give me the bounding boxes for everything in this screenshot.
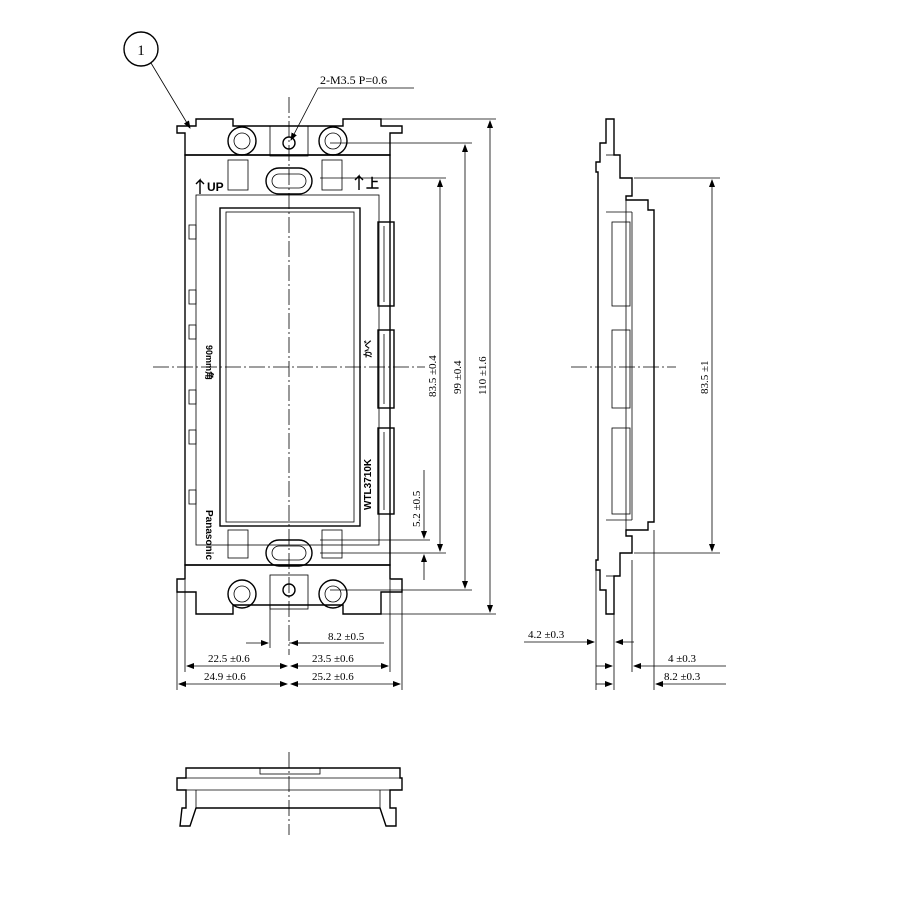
dim-22-5: 22.5 ±0.6 (208, 653, 250, 665)
side-mark-label: かべ (363, 340, 373, 358)
pitch-label: 90mm角 (204, 345, 215, 380)
side-view (571, 118, 676, 615)
dim-8-2-front: 8.2 ±0.5 (328, 631, 365, 643)
up-mark-left: UP (195, 178, 224, 194)
dim-24-9: 24.9 ±0.6 (204, 671, 246, 683)
dim-83-5-front: 83.5 ±0.4 (427, 355, 439, 397)
dim-5-2: 5.2 ±0.5 (411, 490, 423, 527)
screw-note-text: 2-M3.5 P=0.6 (320, 73, 387, 87)
svg-text:UP: UP (207, 180, 224, 194)
dim-25-2: 25.2 ±0.6 (312, 671, 354, 683)
front-vertical-dimensions: 110 ±1.6 99 ±0.4 83.5 ±0.4 5.2 ±0.5 (320, 118, 496, 615)
top-mounting-holes (227, 125, 348, 195)
side-dimensions: 83.5 ±1 4.2 ±0.3 4 ±0.3 8.2 ±0.3 (524, 177, 726, 690)
model-label: WTL3710K (363, 458, 374, 510)
dim-83-5-side: 83.5 ±1 (699, 360, 711, 394)
front-view: UP 上 Panasonic 90mm角 WTL3710K かべ (153, 97, 425, 655)
bottom-mounting-holes (227, 529, 348, 610)
brand-label: Panasonic (203, 510, 214, 560)
dim-110: 110 ±1.6 (477, 356, 489, 395)
front-horizontal-dimensions: 8.2 ±0.5 22.5 ±0.6 23.5 ±0.6 24.9 ±0.6 2… (176, 580, 403, 690)
dim-4-2: 4.2 ±0.3 (528, 629, 565, 641)
screw-note: 2-M3.5 P=0.6 (290, 73, 414, 141)
dim-4: 4 ±0.3 (668, 653, 697, 665)
svg-text:上: 上 (366, 176, 379, 191)
callout-number: 1 (137, 43, 145, 59)
bottom-view (176, 752, 403, 835)
dim-23-5: 23.5 ±0.6 (312, 653, 354, 665)
callout-balloon: 1 (123, 31, 191, 129)
dim-99: 99 ±0.4 (452, 360, 464, 394)
dim-8-2-side: 8.2 ±0.3 (664, 671, 701, 683)
